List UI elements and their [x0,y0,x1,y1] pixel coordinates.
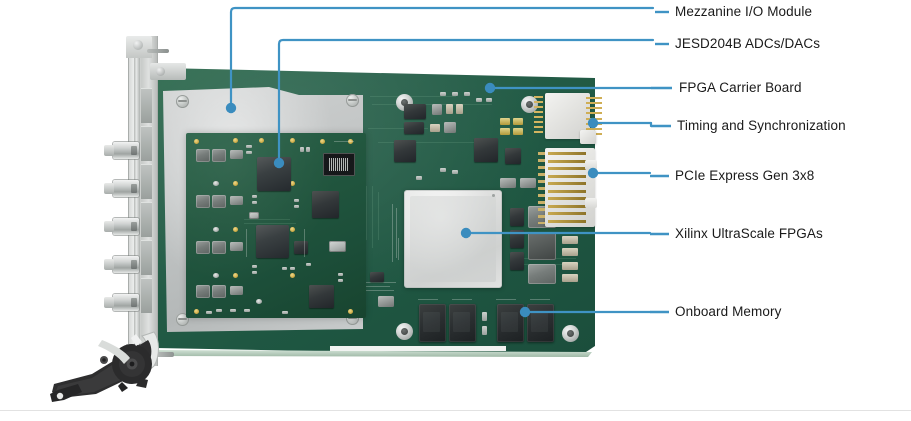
callout-label-jesd204b-adcs-dacs: JESD204B ADCs/DACs [675,36,821,51]
callout-label-mezzanine-io-module: Mezzanine I/O Module [675,4,813,19]
front-panel-vent [141,88,152,123]
power-inductor [528,264,556,284]
mezzanine-io-pcb [186,133,366,318]
pcie-edge-fingers [538,152,545,224]
front-panel-vent [141,240,152,275]
front-panel-rail [134,40,140,362]
capacitor [446,104,453,114]
panel-screw-top [133,40,143,50]
power-stage [510,230,524,248]
front-panel-vent [141,126,152,161]
sma-connector [104,256,139,273]
capacitor [562,236,578,244]
footer-divider [0,410,911,411]
onboard-memory-chip [497,304,524,342]
fpga-corner-dot [492,194,495,197]
front-panel-vent [141,202,152,237]
timing-sync-connector-tab [580,130,596,144]
connector-gold-fingers [534,96,543,134]
carrier-chip [394,140,416,162]
capacitor [562,274,578,282]
power-stage [510,208,524,226]
carrier-chip [370,272,384,282]
panel-pin-top [147,49,169,53]
pcie-connector-latch [585,160,597,170]
pcb-silkscreen [362,286,390,287]
pcb-silkscreen [362,290,394,291]
callout-label-fpga-carrier-board: FPGA Carrier Board [679,80,802,95]
mezzanine-screw [176,95,189,108]
oscillator [378,296,394,307]
board-standoff [396,323,413,340]
carrier-chip [505,148,521,164]
board-standoff [562,325,579,342]
capacitor [430,124,440,132]
capacitor-bank [500,118,510,125]
panel-pin-bottom [148,352,174,357]
onboard-memory-chip [449,304,476,342]
callout-label-pcie-express-gen-3x8: PCIe Express Gen 3x8 [675,168,815,183]
pcb-trace [370,96,456,97]
front-panel [128,36,158,366]
pcb-trace [366,186,367,240]
sma-connector [104,180,139,197]
board-photograph [50,36,602,402]
mosfet [500,178,516,188]
pcie-connector-pin-rows [548,152,586,223]
power-stage [510,252,524,270]
capacitor-bank [513,118,523,125]
onboard-memory-chip [527,304,554,342]
front-panel-vent [141,278,152,313]
carrier-chip [474,138,498,162]
pcb-silkscreen [398,238,399,260]
pcb-trace [372,186,373,248]
mezzanine-screw [176,313,189,326]
jesd204b-converter-chip [256,225,289,258]
callout-label-timing-and-synchronization: Timing and Synchronization [677,118,846,133]
sma-connector [104,142,139,159]
inductor [444,122,456,133]
power-module [404,104,426,119]
pcb-trace [378,192,379,240]
onboard-memory-chip [419,304,446,342]
sma-connector [104,218,139,235]
regulator [404,122,424,134]
capacitor [456,104,463,114]
panel-bracket-screw [156,67,165,76]
capacitor-bank [500,128,510,135]
capacitor-bank [513,128,523,135]
jesd204b-converter-chip [257,157,291,191]
mezzanine-screw [346,94,359,107]
callout-label-xilinx-ultrascale-fpgas: Xilinx UltraScale FPGAs [675,226,823,241]
ejector-handle [50,331,159,402]
pcie-connector-latch [585,198,597,208]
sma-connector [104,294,139,311]
pcb-trace [378,142,474,143]
callout-label-onboard-memory: Onboard Memory [675,304,782,319]
power-inductor [528,232,556,260]
capacitor [562,262,578,270]
front-panel-vent [141,164,152,199]
pcb-bottom-edge-white [330,346,506,351]
pcb-bottom-edge [152,350,592,357]
fpga-lid-inner [410,196,496,282]
capacitor [562,248,578,256]
pcb-silkscreen [362,282,396,283]
inductor [432,104,442,115]
mosfet [520,178,536,188]
